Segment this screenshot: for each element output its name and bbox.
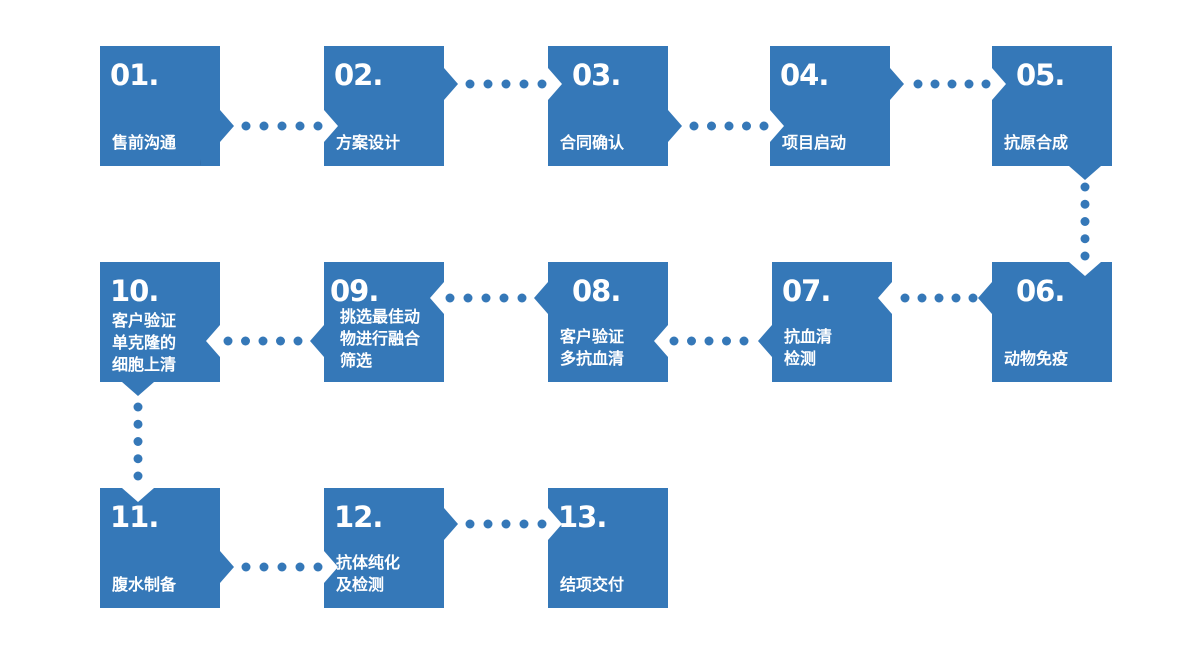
connectors bbox=[133, 79, 1090, 572]
connector-01-02-dot bbox=[313, 121, 323, 131]
connector-08-09-dot bbox=[481, 293, 491, 303]
connector-11-12-dot bbox=[313, 562, 323, 572]
step-box-05 bbox=[992, 46, 1112, 180]
connector-01-02-dot bbox=[277, 121, 287, 131]
connector-02-03-dot bbox=[483, 79, 493, 89]
connector-12-13-dot bbox=[519, 519, 529, 529]
connector-06-07-dot bbox=[951, 293, 961, 303]
connector-10-11-dot bbox=[133, 402, 143, 412]
step-box-shape bbox=[534, 262, 668, 382]
connector-07-08-dot bbox=[739, 336, 749, 346]
connector-05-06-dot bbox=[1080, 217, 1090, 226]
step-box-shape bbox=[100, 488, 234, 608]
connector-12-13-dot bbox=[537, 519, 547, 529]
connector-06-07-dot bbox=[917, 293, 927, 303]
step-box-shape bbox=[100, 262, 220, 396]
connector-07-08-dot bbox=[722, 336, 731, 346]
connector-07-08-dot bbox=[704, 336, 714, 346]
connector-11-12-dot bbox=[241, 562, 251, 572]
step-box-shape bbox=[978, 262, 1112, 382]
connector-01-02-dot bbox=[241, 121, 251, 131]
connector-03-04-dot bbox=[689, 121, 699, 131]
connector-06-07-dot bbox=[934, 293, 944, 303]
connector-08-09-dot bbox=[463, 293, 473, 303]
step-box-06 bbox=[978, 262, 1112, 382]
connector-10-11-dot bbox=[133, 471, 143, 481]
step-box-shape bbox=[992, 46, 1112, 180]
connector-07-08-dot bbox=[669, 336, 679, 346]
connector-02-03-dot bbox=[519, 79, 529, 89]
connector-04-05-dot bbox=[930, 79, 940, 89]
connector-09-10-dot bbox=[241, 336, 250, 346]
step-box-shape bbox=[324, 488, 458, 608]
connector-03-04-dot bbox=[724, 121, 734, 131]
connector-06-07-dot bbox=[968, 293, 978, 303]
step-box-shape bbox=[310, 262, 444, 382]
step-box-12 bbox=[324, 488, 458, 608]
step-box-10 bbox=[100, 262, 220, 396]
step-box-shape bbox=[770, 46, 904, 166]
connector-04-05-dot bbox=[964, 79, 974, 89]
connector-12-13-dot bbox=[483, 519, 493, 529]
connector-02-03-dot bbox=[501, 79, 511, 89]
connector-10-11-dot bbox=[133, 437, 143, 446]
connector-03-04-dot bbox=[742, 121, 751, 131]
connector-12-13-dot bbox=[501, 519, 511, 529]
step-box-shape bbox=[548, 46, 682, 166]
step-box-09 bbox=[310, 262, 444, 382]
connector-11-12-dot bbox=[277, 562, 287, 572]
connector-09-10-dot bbox=[276, 336, 285, 346]
connector-01-02-dot bbox=[295, 121, 305, 131]
connector-04-05-dot bbox=[913, 79, 923, 89]
connector-07-08-dot bbox=[687, 336, 696, 346]
connector-08-09-dot bbox=[517, 293, 527, 303]
connector-02-03-dot bbox=[537, 79, 547, 89]
connector-05-06-dot bbox=[1080, 182, 1090, 192]
step-box-11 bbox=[100, 488, 234, 608]
connector-04-05-dot bbox=[981, 79, 991, 89]
step-box-07 bbox=[758, 262, 892, 382]
step-box-shape bbox=[324, 46, 458, 166]
connector-03-04-dot bbox=[707, 121, 716, 131]
step-box-13 bbox=[548, 488, 668, 608]
connector-12-13-dot bbox=[465, 519, 475, 529]
step-box-08 bbox=[534, 262, 668, 382]
step-box-shape bbox=[548, 488, 668, 608]
step-box-04 bbox=[770, 46, 904, 166]
connector-11-12-dot bbox=[295, 562, 305, 572]
connector-10-11-dot bbox=[133, 419, 143, 429]
connector-06-07-dot bbox=[900, 293, 910, 303]
connector-10-11-dot bbox=[133, 454, 143, 464]
step-box-01 bbox=[100, 46, 234, 166]
step-box-shape bbox=[100, 46, 234, 166]
step-box-03 bbox=[548, 46, 682, 166]
step-box-02 bbox=[324, 46, 458, 166]
connector-04-05-dot bbox=[947, 79, 957, 89]
step-box-shape bbox=[758, 262, 892, 382]
connector-09-10-dot bbox=[293, 336, 303, 346]
connector-08-09-dot bbox=[499, 293, 509, 303]
connector-05-06-dot bbox=[1080, 234, 1090, 244]
connector-09-10-dot bbox=[258, 336, 268, 346]
step-boxes bbox=[100, 46, 1112, 608]
connector-08-09-dot bbox=[445, 293, 455, 303]
connector-05-06-dot bbox=[1080, 251, 1090, 261]
connector-09-10-dot bbox=[223, 336, 233, 346]
connector-05-06-dot bbox=[1080, 199, 1090, 209]
connector-03-04-dot bbox=[759, 121, 769, 131]
connector-01-02-dot bbox=[259, 121, 269, 131]
connector-11-12-dot bbox=[259, 562, 269, 572]
connector-02-03-dot bbox=[465, 79, 475, 89]
